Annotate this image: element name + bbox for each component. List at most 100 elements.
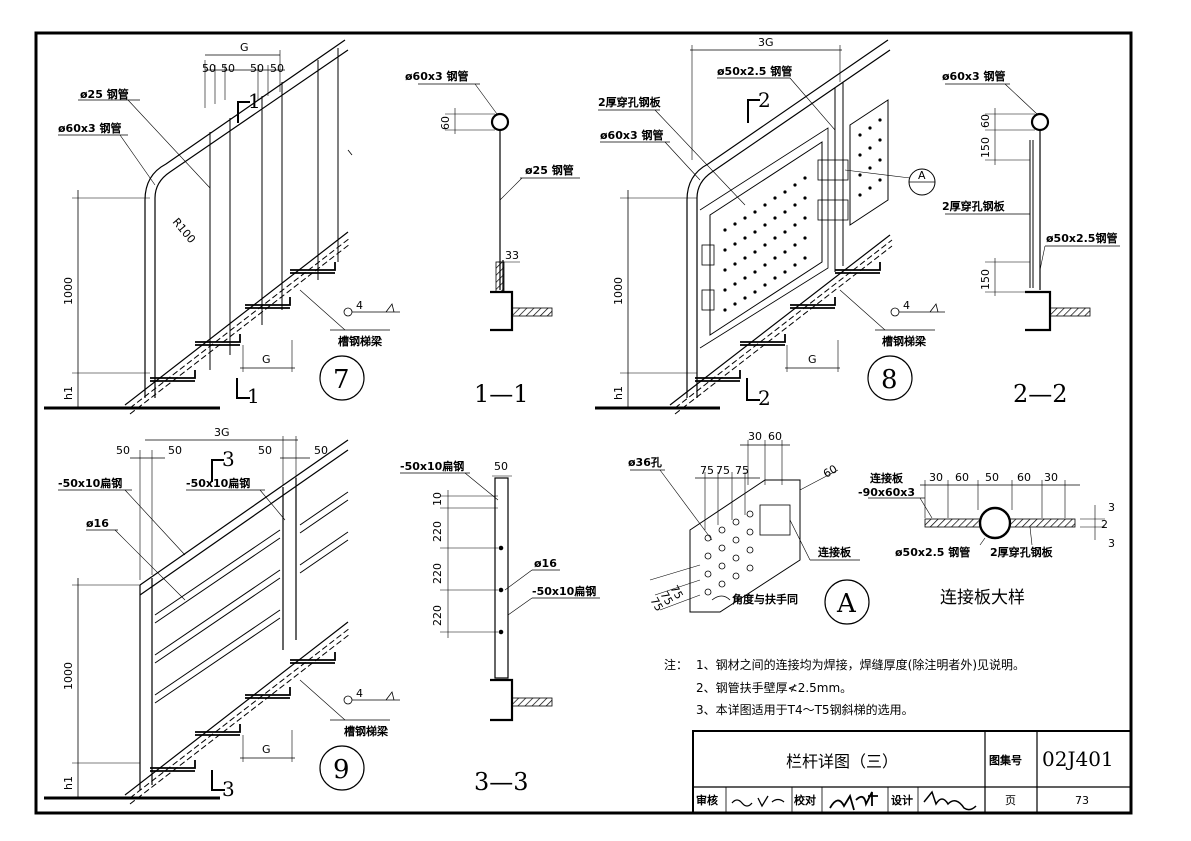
svg-text:连接板大样: 连接板大样 bbox=[940, 588, 1025, 608]
svg-text:2、钢管扶手壁厚≮2.5mm。: 2、钢管扶手壁厚≮2.5mm。 bbox=[696, 680, 852, 695]
svg-text:A: A bbox=[836, 589, 857, 619]
sheet-border bbox=[34, 31, 1133, 815]
svg-text:2厚穿孔钢板: 2厚穿孔钢板 bbox=[942, 199, 1006, 213]
svg-text:ø60x3 钢管: ø60x3 钢管 bbox=[600, 128, 663, 142]
svg-text:50: 50 bbox=[270, 62, 284, 75]
svg-text:ø50x2.5钢管: ø50x2.5钢管 bbox=[1046, 231, 1117, 245]
svg-text:2: 2 bbox=[1101, 518, 1108, 531]
svg-text:60: 60 bbox=[979, 114, 992, 128]
svg-text:R100: R100 bbox=[170, 216, 198, 246]
svg-text:30: 30 bbox=[1044, 471, 1058, 484]
svg-text:连接板: 连接板 bbox=[870, 471, 904, 485]
joint-detail-text: 连接板 -90x60x3 30 60 50 60 30 3 3 2 ø50x2.… bbox=[858, 471, 1115, 608]
svg-text:ø60x3 钢管: ø60x3 钢管 bbox=[405, 69, 468, 83]
section-2-2 bbox=[945, 83, 1120, 332]
svg-text:60: 60 bbox=[821, 462, 840, 480]
notes: 注： 1、钢材之间的连接均为焊接，焊缝厚度(除注明者外)见说明。 2、钢管扶手壁… bbox=[664, 657, 1025, 717]
svg-text:4: 4 bbox=[356, 687, 363, 700]
svg-text:G: G bbox=[262, 353, 271, 366]
svg-text:50: 50 bbox=[314, 444, 328, 457]
svg-text:50: 50 bbox=[258, 444, 272, 457]
svg-text:75: 75 bbox=[647, 595, 665, 614]
section-3-3 bbox=[400, 472, 600, 722]
svg-text:75: 75 bbox=[657, 589, 675, 608]
detail-7-text: G 50 50 50 50 1 1 ø25 钢管 ø60x3 钢管 R100 1… bbox=[58, 41, 383, 408]
svg-text:h1: h1 bbox=[612, 386, 625, 400]
detail-A bbox=[630, 440, 870, 625]
svg-text:1000: 1000 bbox=[62, 662, 75, 690]
detail-8 bbox=[595, 39, 945, 415]
svg-text:2: 2 bbox=[758, 386, 771, 410]
svg-text:50: 50 bbox=[202, 62, 216, 75]
svg-text:-90x60x3: -90x60x3 bbox=[858, 486, 915, 499]
svg-text:60: 60 bbox=[1017, 471, 1031, 484]
svg-text:30: 30 bbox=[929, 471, 943, 484]
detail-9-text: 50 50 3G 50 50 3 3 -50x10扁钢 -50x10扁钢 ø16… bbox=[58, 426, 389, 801]
svg-text:2: 2 bbox=[758, 88, 771, 112]
svg-text:连接板: 连接板 bbox=[818, 545, 852, 559]
svg-text:50: 50 bbox=[985, 471, 999, 484]
svg-text:60: 60 bbox=[768, 430, 782, 443]
svg-text:校对: 校对 bbox=[794, 793, 816, 807]
svg-text:ø36孔: ø36孔 bbox=[628, 456, 662, 469]
svg-text:3: 3 bbox=[222, 777, 235, 801]
svg-text:1: 1 bbox=[248, 89, 261, 113]
svg-text:设计: 设计 bbox=[891, 793, 913, 807]
svg-text:栏杆详图（三）: 栏杆详图（三） bbox=[786, 752, 898, 771]
svg-text:8: 8 bbox=[881, 365, 898, 395]
svg-text:1000: 1000 bbox=[612, 277, 625, 305]
svg-text:ø60x3 钢管: ø60x3 钢管 bbox=[58, 121, 121, 135]
svg-text:h1: h1 bbox=[62, 776, 75, 790]
svg-text:1000: 1000 bbox=[62, 277, 75, 305]
svg-text:50: 50 bbox=[494, 460, 508, 473]
svg-text:-50x10扁钢: -50x10扁钢 bbox=[186, 476, 250, 490]
svg-text:-50x10扁钢: -50x10扁钢 bbox=[58, 476, 122, 490]
svg-text:150: 150 bbox=[979, 137, 992, 158]
svg-text:9: 9 bbox=[333, 755, 350, 785]
svg-text:220: 220 bbox=[431, 521, 444, 542]
svg-text:G: G bbox=[240, 41, 249, 54]
svg-text:50: 50 bbox=[221, 62, 235, 75]
section-3-3-text: -50x10扁钢 50 10 220 220 220 ø16 -50x10扁钢 … bbox=[400, 459, 596, 796]
svg-text:1: 1 bbox=[247, 384, 260, 408]
svg-text:1、钢材之间的连接均为焊接，焊缝厚度(除注明者外)见说明。: 1、钢材之间的连接均为焊接，焊缝厚度(除注明者外)见说明。 bbox=[696, 657, 1025, 672]
svg-text:60: 60 bbox=[439, 116, 452, 130]
signature-review bbox=[731, 795, 785, 808]
svg-text:4: 4 bbox=[356, 299, 363, 312]
svg-text:A: A bbox=[918, 169, 926, 182]
svg-text:2—2: 2—2 bbox=[1013, 380, 1068, 408]
svg-text:页: 页 bbox=[1005, 794, 1016, 807]
svg-text:槽钢梯梁: 槽钢梯梁 bbox=[338, 334, 383, 348]
svg-text:h1: h1 bbox=[62, 386, 75, 400]
svg-text:3: 3 bbox=[1108, 537, 1115, 550]
signature-design bbox=[923, 790, 977, 811]
title-block bbox=[692, 730, 1132, 814]
detail-7 bbox=[44, 39, 400, 415]
svg-text:50: 50 bbox=[116, 444, 130, 457]
svg-text:7: 7 bbox=[333, 365, 350, 395]
svg-text:10: 10 bbox=[431, 492, 444, 506]
detail-9 bbox=[44, 436, 400, 805]
svg-text:3G: 3G bbox=[214, 426, 230, 439]
section-1-1 bbox=[418, 83, 580, 332]
section-2-2-text: ø60x3 钢管 60 150 2厚穿孔钢板 ø50x2.5钢管 150 2—2 bbox=[942, 69, 1117, 408]
svg-text:3、本详图适用于T4～T5钢斜梯的选用。: 3、本详图适用于T4～T5钢斜梯的选用。 bbox=[696, 702, 914, 717]
svg-text:ø50x2.5 钢管: ø50x2.5 钢管 bbox=[895, 545, 970, 559]
svg-text:ø25 钢管: ø25 钢管 bbox=[80, 87, 129, 101]
detail-A-text: 30 60 ø36孔 75 75 75 60 连接板 角度与扶手同 75 75 … bbox=[628, 430, 857, 619]
svg-text:02J401: 02J401 bbox=[1042, 747, 1114, 771]
svg-text:220: 220 bbox=[431, 563, 444, 584]
svg-text:50: 50 bbox=[250, 62, 264, 75]
title-block-text: 栏杆详图（三） 图集号 02J401 审核 校对 设计 页 73 bbox=[696, 747, 1114, 807]
svg-text:图集号: 图集号 bbox=[989, 753, 1022, 767]
svg-text:-50x10扁钢: -50x10扁钢 bbox=[532, 584, 596, 598]
svg-text:3: 3 bbox=[1108, 501, 1115, 514]
detail-A-holes bbox=[704, 510, 754, 596]
svg-text:75: 75 bbox=[716, 464, 730, 477]
svg-text:75: 75 bbox=[700, 464, 714, 477]
svg-text:75: 75 bbox=[735, 464, 749, 477]
svg-text:73: 73 bbox=[1075, 794, 1089, 807]
svg-text:G: G bbox=[808, 353, 817, 366]
svg-text:1—1: 1—1 bbox=[474, 380, 529, 408]
